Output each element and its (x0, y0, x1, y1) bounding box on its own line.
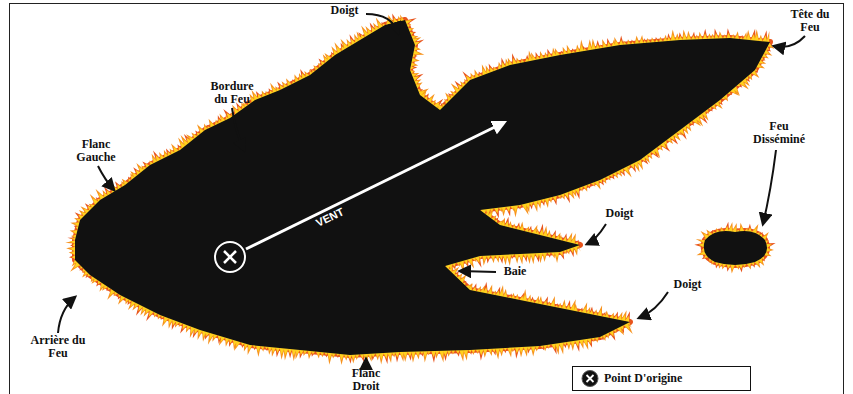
leader-arrow (763, 150, 776, 224)
legend-symbol (582, 371, 598, 387)
part-label: Flanc Droit (340, 367, 392, 393)
legend-text: Point D'origine (604, 371, 682, 385)
part-label: Flanc Gauche (70, 138, 122, 164)
part-label: Baie (497, 265, 533, 278)
legend-box (573, 367, 751, 391)
frame (10, 4, 844, 394)
leader-arrow (366, 14, 398, 33)
leader-arrow (58, 297, 75, 333)
origin-symbol (215, 242, 245, 272)
leader-arrow (774, 36, 805, 47)
leader-arrow (639, 292, 668, 318)
leader-arrow (232, 108, 244, 150)
flame-edge (65, 14, 775, 366)
part-label: Tête du Feu (782, 8, 838, 34)
part-label: Doigt (665, 278, 710, 291)
part-label: Doigt (597, 207, 642, 220)
leader-arrow (460, 271, 496, 272)
wind-arrow (246, 123, 503, 249)
part-label: Feu Disséminé (742, 120, 816, 146)
burned-area (75, 20, 770, 355)
part-label: Arrière du Feu (30, 334, 86, 360)
leader-arrow (98, 166, 114, 190)
part-label: Bordure du Feu (204, 80, 260, 106)
part-label: Doigt (322, 4, 367, 17)
spot-fire (704, 231, 767, 265)
leader-arrow (587, 224, 606, 244)
